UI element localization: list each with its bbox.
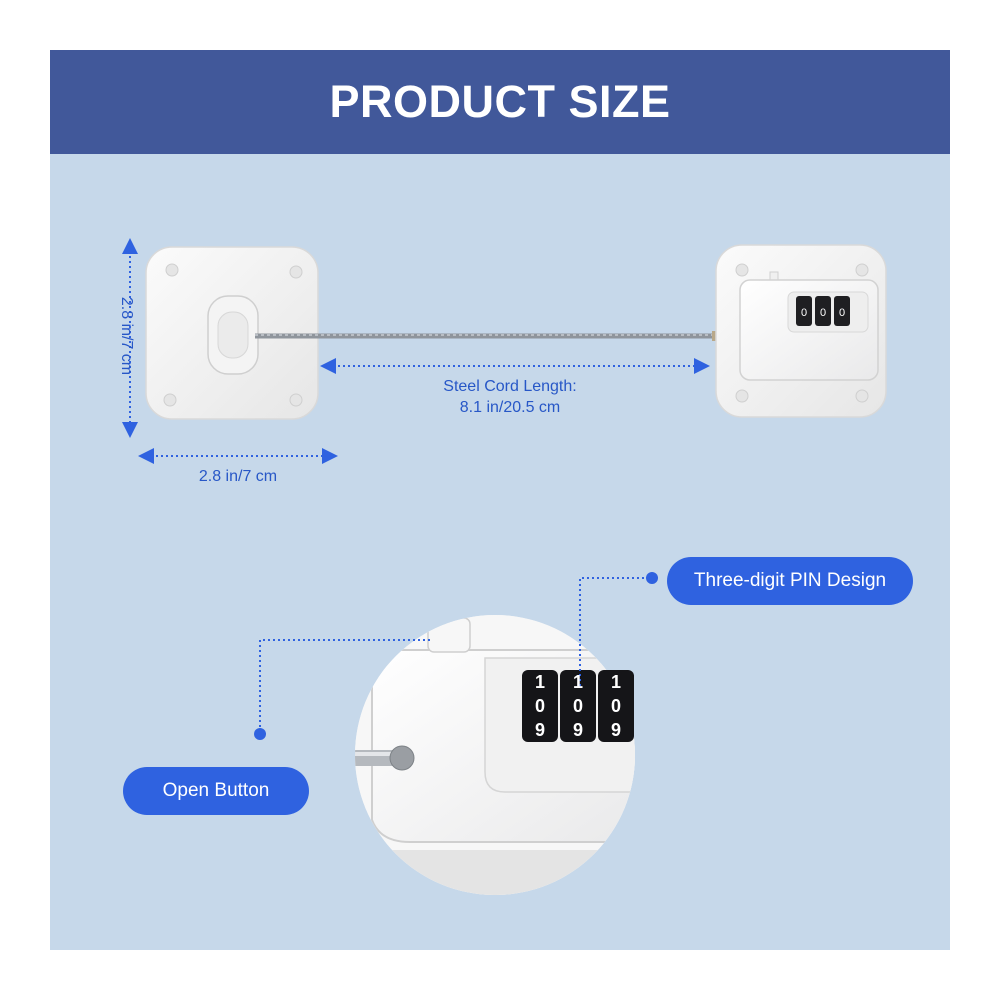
open-button-callout-dot [254, 728, 266, 740]
width-dimension-label: 2.8 in/7 cm [198, 468, 278, 485]
pin-callout-connector [579, 577, 650, 686]
dial1-bottom: 9 [534, 720, 545, 740]
right-lock-unit: 0 0 0 [715, 244, 887, 418]
dial1-top: 1 [534, 672, 545, 692]
product-illustration: 0 0 0 [122, 238, 887, 895]
svg-text:0: 0 [801, 307, 807, 319]
dial3-middle: 0 [610, 696, 621, 716]
open-button-callout: Open Button [123, 767, 309, 815]
pin-design-callout: Three-digit PIN Design [667, 557, 913, 605]
open-button-callout-connector [259, 639, 430, 732]
dial3-bottom: 9 [610, 720, 621, 740]
steel-cord [255, 331, 740, 341]
cord-length-value: 8.1 in/20.5 cm [459, 399, 561, 416]
height-dimension-label: 2.8 in/7 cm [118, 296, 135, 376]
cord-length-title: Steel Cord Length: [443, 378, 577, 395]
dial2-top: 1 [572, 672, 583, 692]
dial3-top: 1 [610, 672, 621, 692]
left-mount-pad [145, 246, 319, 420]
pin-callout-dot [646, 572, 658, 584]
dial2-middle: 0 [572, 696, 583, 716]
dial2-bottom: 9 [572, 720, 583, 740]
lock-closeup [355, 615, 635, 895]
svg-text:0: 0 [839, 307, 845, 319]
header-banner: PRODUCT SIZE [50, 50, 950, 154]
dial-digits: 1 0 9 1 0 9 1 0 9 [522, 670, 634, 742]
product-size-panel: PRODUCT SIZE [50, 50, 950, 950]
pin-dials [522, 670, 634, 742]
dial1-middle: 0 [534, 696, 545, 716]
cord-length-label: Steel Cord Length: 8.1 in/20.5 cm [390, 376, 630, 418]
page-title: PRODUCT SIZE [329, 76, 671, 127]
svg-text:0: 0 [820, 307, 826, 319]
